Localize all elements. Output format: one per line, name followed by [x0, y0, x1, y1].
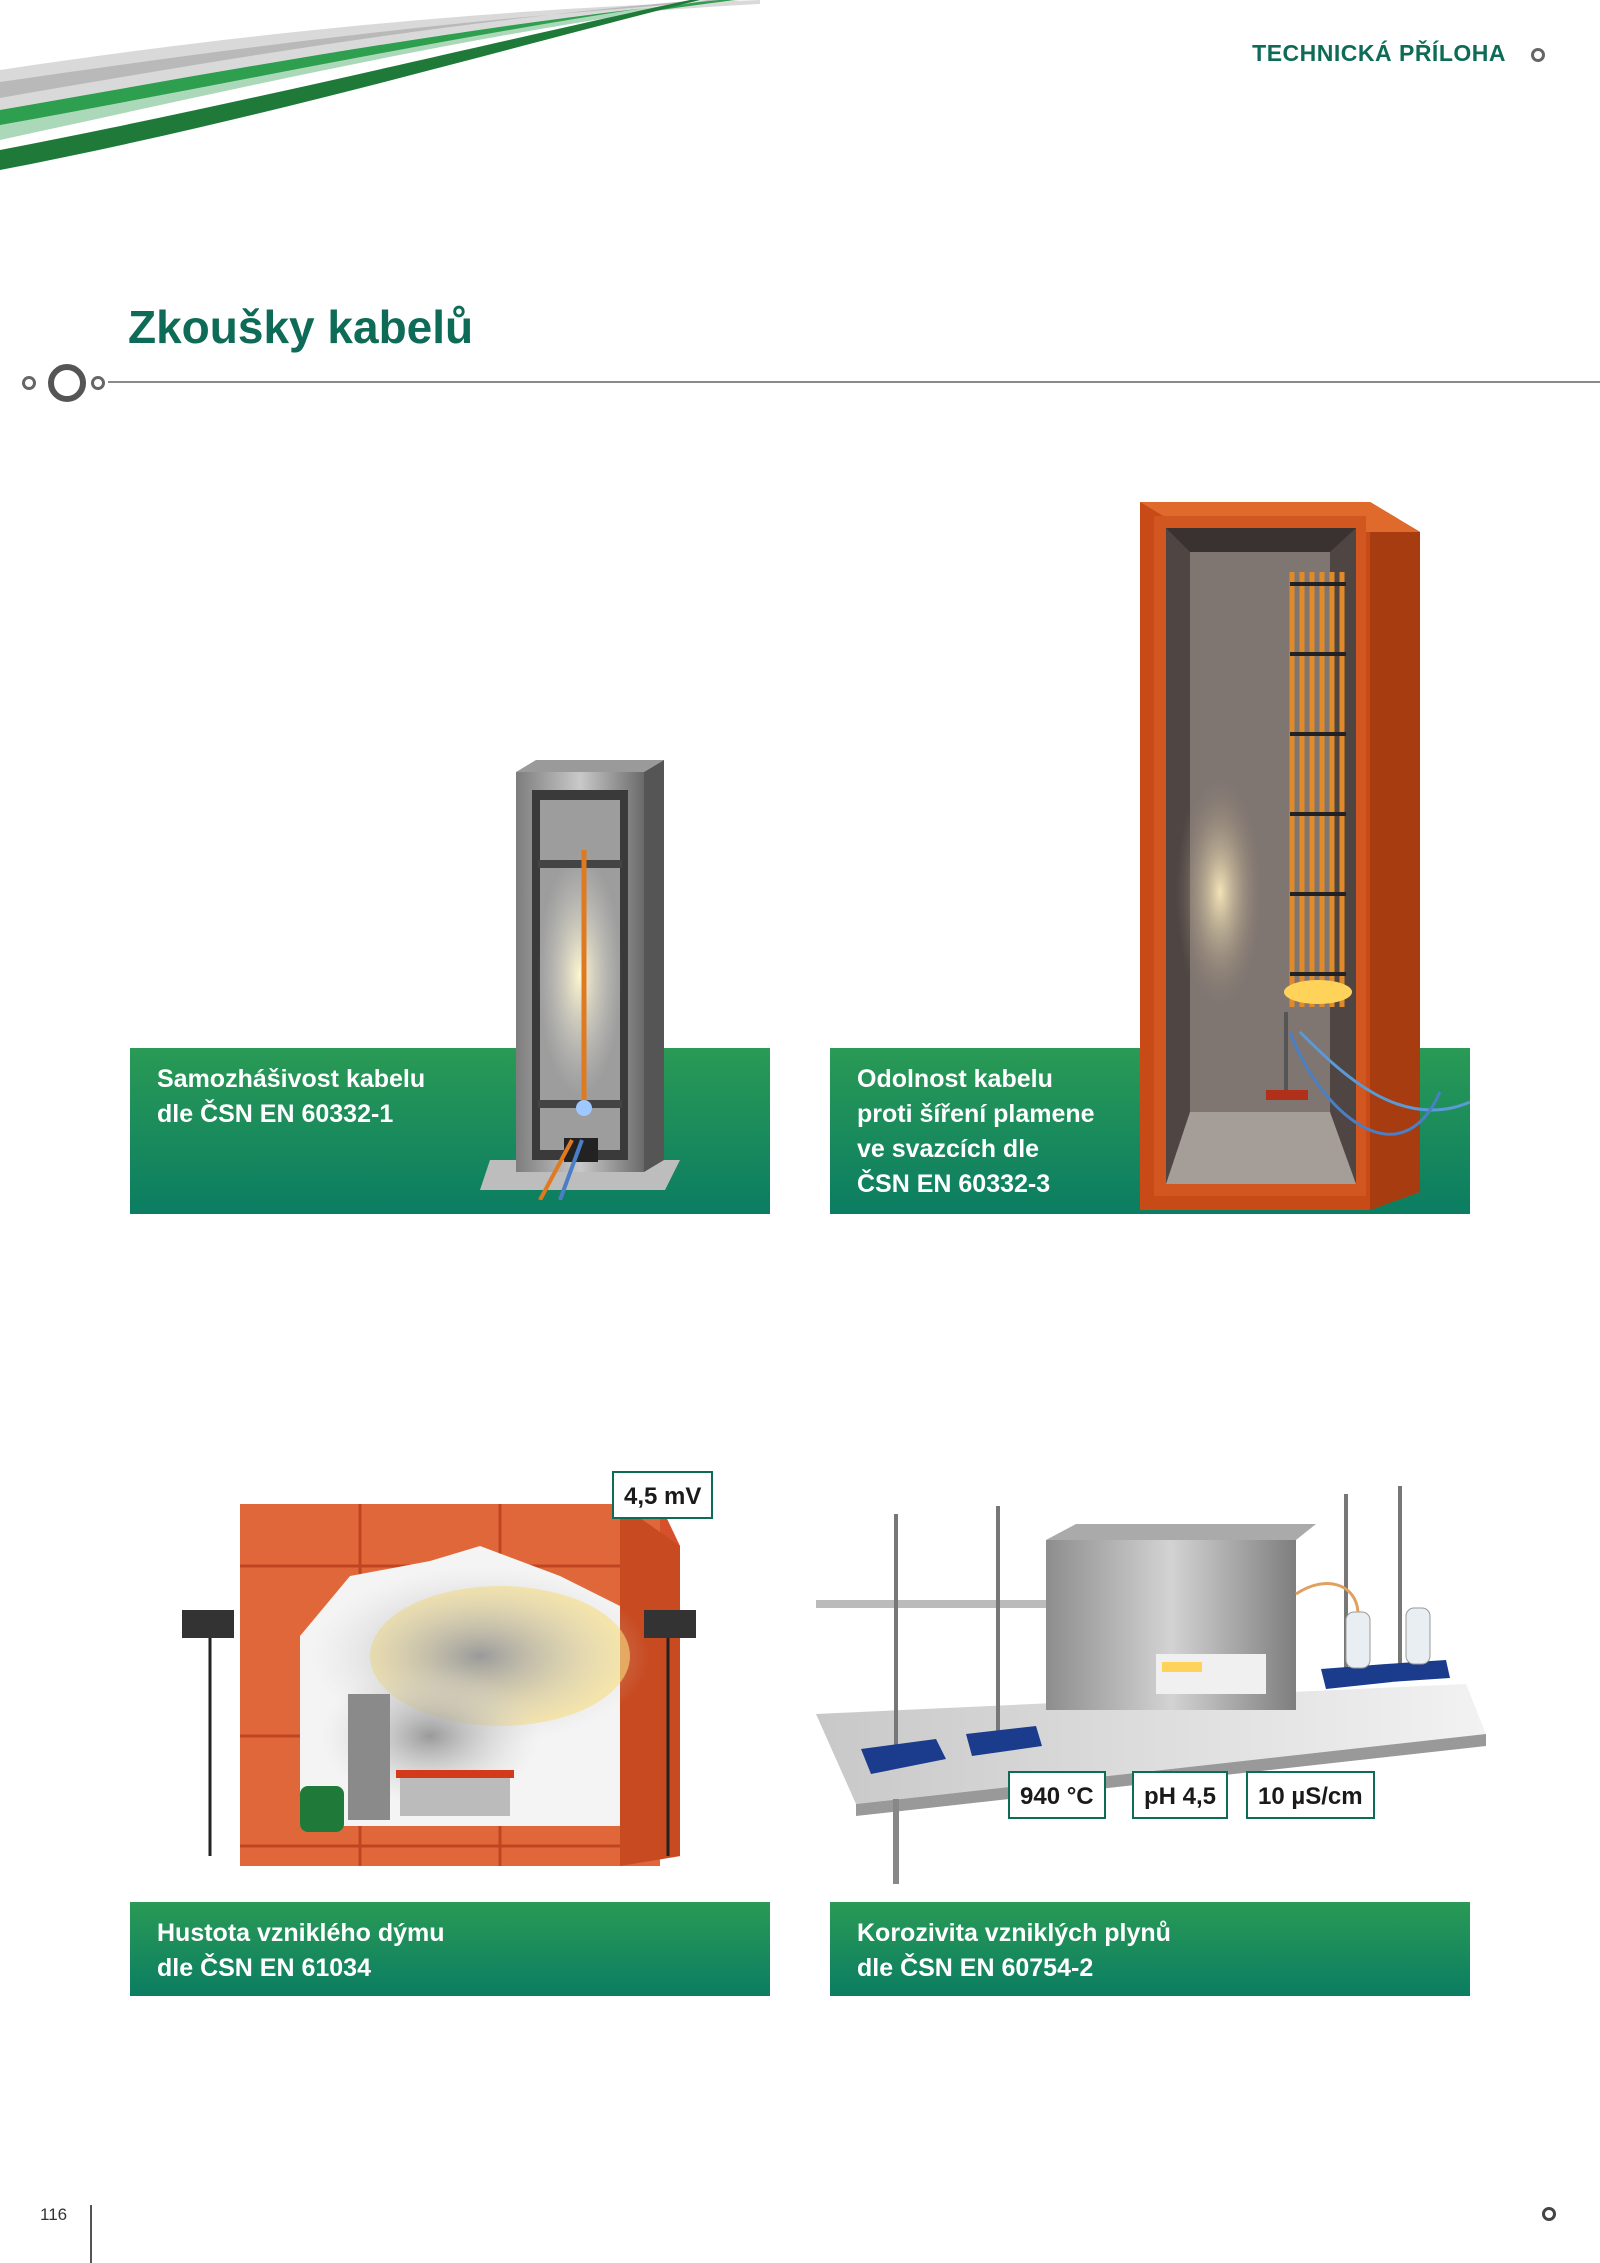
- bunched-cables-flame-chamber-illustration: [1140, 502, 1470, 1210]
- header-ring-icon: [1531, 48, 1545, 62]
- page-number: 116: [40, 2205, 68, 2224]
- test-card-label: Samozhášivost kabelu dle ČSN EN 60332-1: [157, 1065, 426, 1128]
- test-card-label: Korozivita vzniklých plynů dle ČSN EN 60…: [857, 1919, 1171, 1982]
- test-card-label: Hustota vzniklého dýmu dle ČSN EN 61034: [157, 1919, 445, 1982]
- gas-corrosivity-lab-setup-illustration: [816, 1486, 1486, 1884]
- smoke-density-chamber-illustration: [182, 1504, 696, 1866]
- small-ring-icon: [91, 376, 105, 390]
- test-card-bar: [130, 1902, 770, 1996]
- title-rule: [108, 381, 1600, 383]
- ph-readout: pH 4,5: [1132, 1771, 1229, 1819]
- vertical-flame-test-chamber-illustration: [480, 760, 680, 1200]
- voltage-readout: 4,5 mV: [612, 1471, 714, 1519]
- header-swoosh-graphic: [0, 0, 760, 170]
- temperature-readout: 940 °C: [1008, 1771, 1106, 1819]
- page-title: Zkoušky kabelů: [128, 301, 474, 353]
- section-label: TECHNICKÁ PŘÍLOHA: [1252, 40, 1506, 66]
- footer-ring-icon: [1542, 2207, 1556, 2221]
- test-card-label: Odolnost kabelu proti šíření plamene ve …: [857, 1065, 1095, 1198]
- large-ring-icon: [48, 364, 86, 402]
- test-card-bar: [830, 1902, 1470, 1996]
- conductivity-readout: 10 µS/cm: [1246, 1771, 1375, 1819]
- footer-divider: [90, 2205, 92, 2263]
- small-ring-icon: [22, 376, 36, 390]
